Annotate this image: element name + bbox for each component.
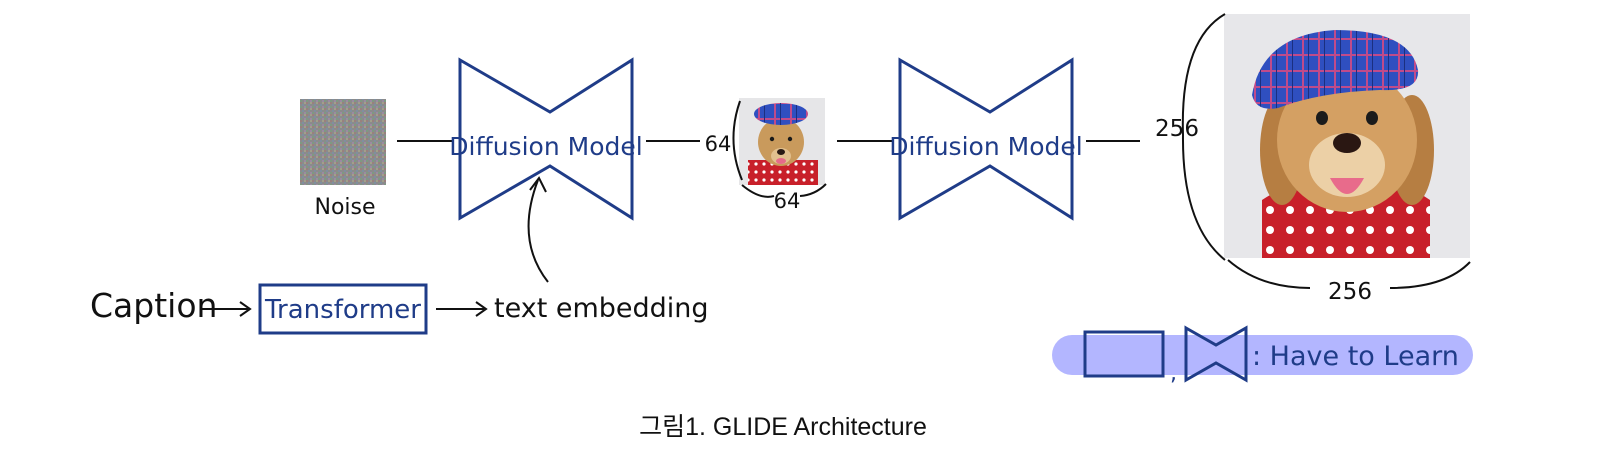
- diffusion-model-2-label: Diffusion Model: [889, 132, 1082, 161]
- transformer-box: [258, 283, 428, 335]
- small-dog-image: [739, 98, 825, 185]
- large-image-width-bracket-right: [1389, 261, 1471, 289]
- large-dog-image: [1224, 14, 1470, 258]
- legend-rectangle-icon: [1083, 330, 1165, 378]
- large-image-height-label: 256: [1155, 116, 1199, 142]
- caption-label: Caption: [90, 286, 217, 325]
- small-image-height-label: 64: [705, 132, 732, 156]
- legend-highlight: [1052, 335, 1473, 375]
- small-image-height-bracket: [732, 100, 743, 181]
- large-image-width-bracket-left: [1227, 259, 1311, 289]
- arrow-head-transformer: [475, 301, 488, 317]
- arrow-head-embedding: [529, 176, 547, 193]
- text-embedding-label: text embedding: [494, 293, 709, 324]
- transformer-label: Transformer: [264, 295, 421, 325]
- small-image-width-bracket-left: [741, 184, 775, 198]
- legend-text: : Have to Learn: [1252, 341, 1459, 372]
- arrow-embedding-to-model: [527, 179, 549, 283]
- small-image-width-bracket-right: [799, 183, 827, 197]
- diffusion-model-1-label: Diffusion Model: [449, 132, 642, 161]
- noise-label: Noise: [314, 195, 375, 220]
- figure-caption: 그림1. GLIDE Architecture: [639, 413, 927, 441]
- large-image-width-label: 256: [1328, 279, 1372, 305]
- legend-separator: ,: [1170, 361, 1177, 386]
- arrow-head-caption: [239, 301, 252, 317]
- diffusion-model-2-shape: [898, 57, 1074, 221]
- noise-image: [300, 99, 386, 185]
- legend-bowtie-icon: [1184, 325, 1248, 383]
- diffusion-model-1-shape: [458, 57, 634, 221]
- small-image-width-label: 64: [774, 189, 801, 213]
- large-image-height-bracket: [1181, 13, 1226, 261]
